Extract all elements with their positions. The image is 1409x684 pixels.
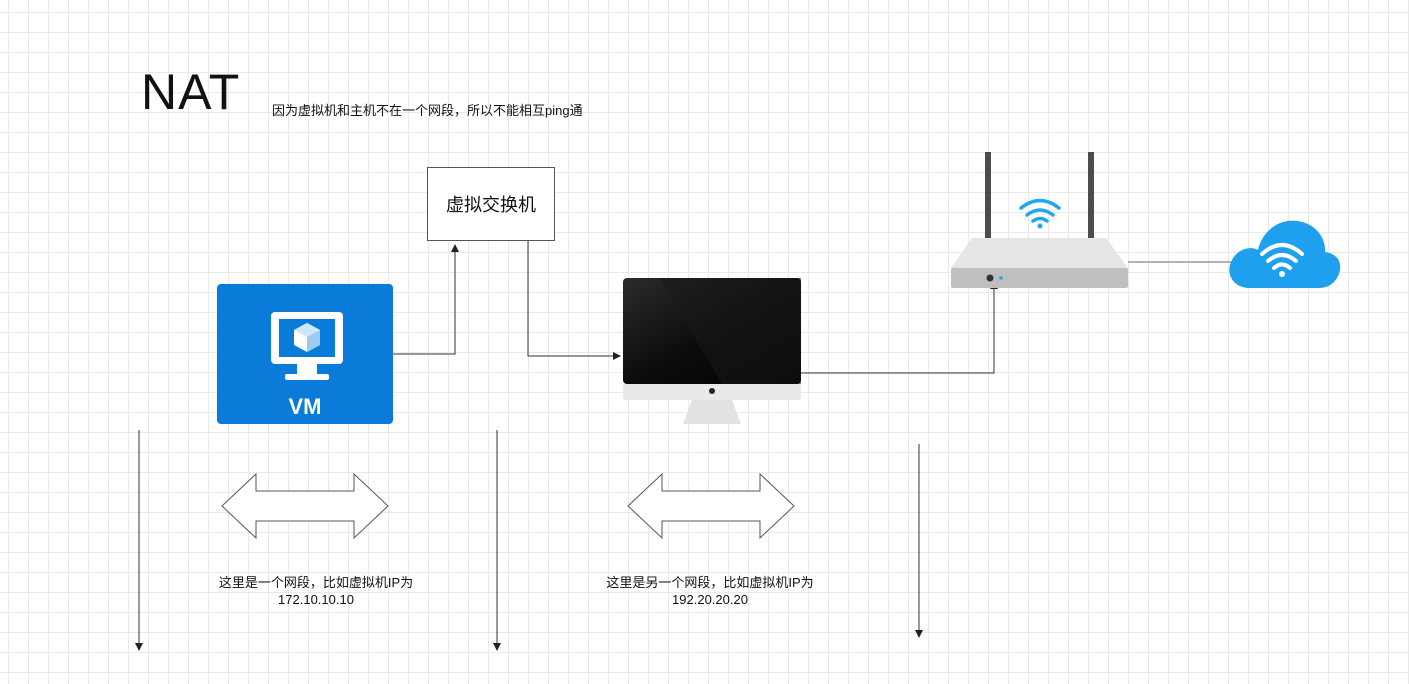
diagram-note: 因为虚拟机和主机不在一个网段，所以不能相互ping通 (272, 103, 583, 118)
vm-to-switch-connector (393, 244, 459, 355)
diagram-title: NAT (141, 64, 241, 120)
vm-node: VM (217, 284, 393, 424)
imac-icon (623, 278, 801, 424)
segment-caption-1: 这里是一个网段，比如虚拟机IP为 172.10.10.10 (196, 574, 436, 608)
host-to-router-connector (800, 281, 998, 374)
double-arrow-icon (627, 472, 795, 540)
vm-label: VM (288, 394, 322, 419)
segment-caption-2: 这里是另一个网段，比如虚拟机IP为 192.20.20.20 (590, 574, 830, 608)
virtual-switch-box: 虚拟交换机 (427, 167, 555, 241)
segment-caption-2-ip: 192.20.20.20 (672, 592, 748, 607)
virtual-switch-label: 虚拟交换机 (446, 195, 536, 215)
vm-monitor-icon (271, 312, 343, 380)
double-arrow-icon (221, 472, 389, 540)
router-icon (951, 152, 1128, 288)
segment-caption-2-line1: 这里是另一个网段，比如虚拟机IP为 (606, 575, 814, 590)
cloud-wifi-icon (1229, 220, 1341, 288)
wifi-icon (1019, 198, 1061, 223)
segment-caption-1-line1: 这里是一个网段，比如虚拟机IP为 (218, 575, 414, 590)
segment-caption-1-ip: 172.10.10.10 (278, 592, 354, 607)
switch-to-host-connector (527, 241, 621, 360)
